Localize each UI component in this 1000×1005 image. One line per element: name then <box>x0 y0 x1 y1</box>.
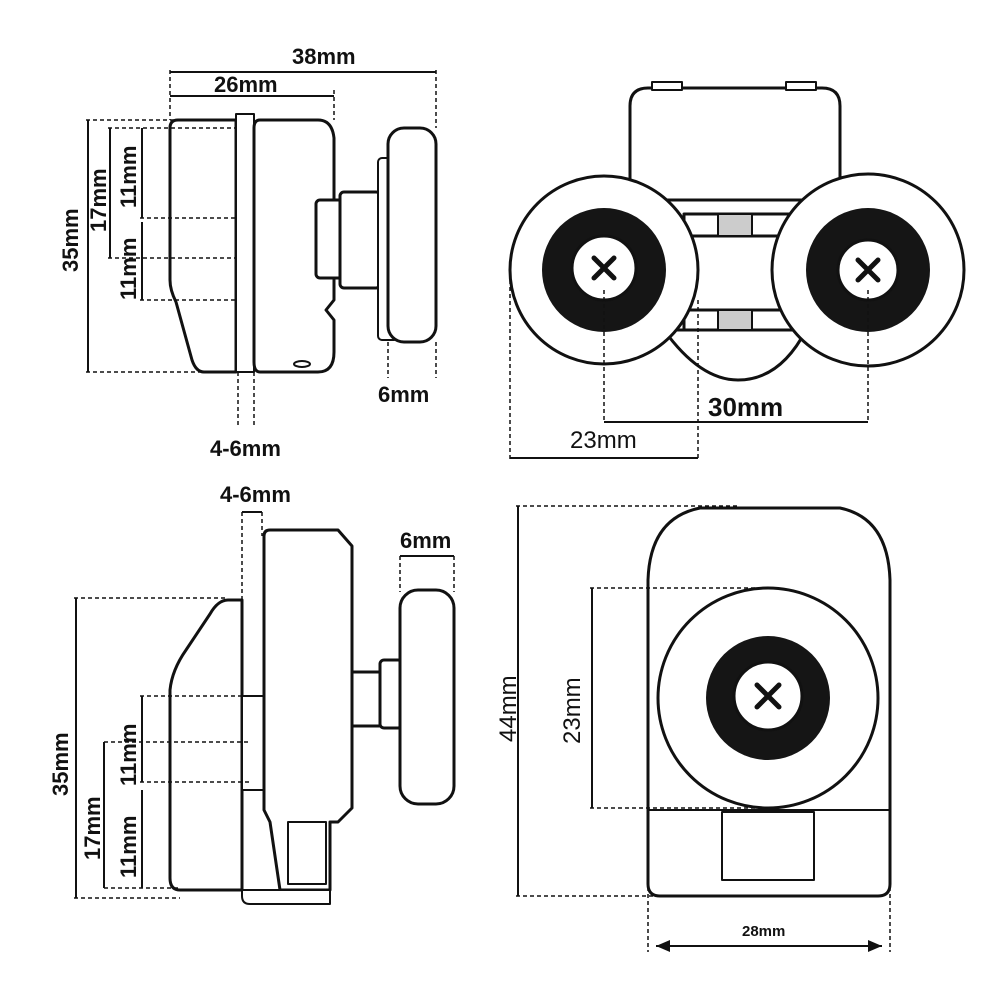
wheel-side <box>398 588 456 806</box>
tl-height-mid-label: 17mm <box>86 168 111 232</box>
tr-wheel-spacing-label: 30mm <box>708 392 783 422</box>
tr-wheel-diameter-label: 23mm <box>570 427 637 454</box>
clamp-tab <box>287 821 327 885</box>
tl-width-overall-label: 38mm <box>292 44 356 69</box>
side-view-top-left: 38mm 26mm 35mm 17mm 11mm 11mm 4-6mm 6mm <box>58 44 438 461</box>
clamp-base <box>241 889 331 905</box>
bracket-tab-left <box>651 81 683 91</box>
bl-height-lower-label: 11mm <box>116 816 141 878</box>
axle-housing <box>350 670 384 728</box>
br-wheel-diameter-label: 23mm <box>559 677 586 744</box>
br-height-total-label: 44mm <box>495 675 522 742</box>
glass-gap-spacer <box>241 695 265 791</box>
bl-height-mid-label: 17mm <box>80 796 105 860</box>
tl-glass-label: 4-6mm <box>210 436 281 461</box>
tl-wheel-thickness-label: 6mm <box>378 382 429 407</box>
bl-wheel-thickness-label: 6mm <box>400 528 451 553</box>
glass-clamp-front <box>168 118 238 374</box>
bl-height-total-label: 35mm <box>48 732 73 796</box>
wheel-side <box>386 126 438 344</box>
front-view-bottom-right: 44mm 23mm 28mm <box>495 505 892 952</box>
glass-clamp-back <box>252 118 336 374</box>
tl-width-body-label: 26mm <box>214 72 278 97</box>
front-view-top-right: 30mm 23mm <box>508 81 966 460</box>
top-bracket <box>628 86 842 202</box>
bracket-tab-right <box>785 81 817 91</box>
lower-body <box>662 328 808 382</box>
clamp-screw-icon <box>293 360 311 368</box>
bl-glass-label: 4-6mm <box>220 482 291 507</box>
axle-collar <box>338 190 382 290</box>
glass-gap-plate <box>235 113 255 373</box>
bl-height-upper-label: 11mm <box>116 724 141 786</box>
glass-clamp-back <box>262 528 354 892</box>
tl-height-upper-label: 11mm <box>116 146 141 208</box>
side-view-bottom-left: 4-6mm 6mm 35mm 17mm 11mm 11mm <box>48 482 456 905</box>
body-slot <box>721 811 815 881</box>
glass-clamp-front <box>168 598 244 892</box>
tl-height-total-label: 35mm <box>58 208 83 272</box>
br-width-label: 28mm <box>742 923 785 940</box>
tl-height-lower-label: 11mm <box>116 238 141 300</box>
